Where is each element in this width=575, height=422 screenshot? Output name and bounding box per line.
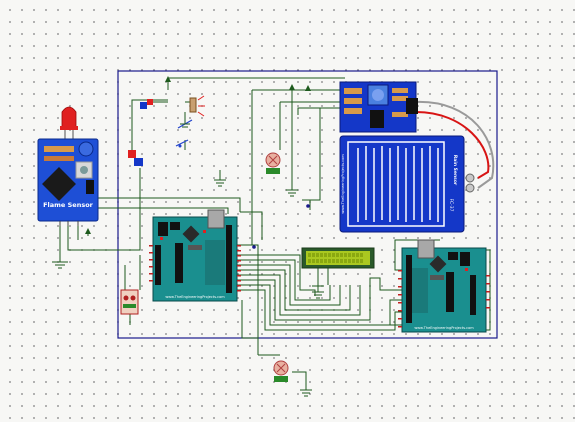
- arduino-right-website: www.TheEngineeringProjects.com: [414, 326, 474, 330]
- arduino-uno-right[interactable]: www.TheEngineeringProjects.com: [401, 239, 487, 333]
- gas-sensor-bottom[interactable]: [273, 360, 289, 382]
- rain-plate-model: FC-37: [448, 198, 454, 211]
- rain-sensor-module[interactable]: [339, 81, 418, 133]
- ground-symbol: [52, 123, 324, 397]
- arduino-left-website: www.TheEngineeringProjects.com: [165, 295, 225, 299]
- rain-probe-cable-grey: [415, 100, 495, 189]
- led-indicator[interactable]: [140, 99, 168, 109]
- rain-probe-cable-red: [415, 111, 490, 179]
- alarm-component[interactable]: [120, 289, 139, 315]
- wire-net: [59, 77, 491, 390]
- gas-sensor-top[interactable]: [265, 152, 281, 174]
- arduino-uno-left[interactable]: www.TheEngineeringProjects.com: [152, 209, 238, 302]
- rain-plate-website: www.TheEngineeringProjects.com: [341, 154, 345, 214]
- flame-sensor-module[interactable]: Flame Sensor: [37, 106, 99, 226]
- junction-dot: [252, 245, 256, 249]
- schematic-frame: [117, 70, 498, 339]
- junction-dot: [306, 204, 310, 208]
- buzzer-component[interactable]: [189, 95, 205, 117]
- flame-led: [61, 106, 77, 129]
- lcd-display[interactable]: [301, 247, 375, 269]
- power-symbol: [85, 76, 311, 234]
- pin-header-left: [149, 245, 241, 292]
- rain-sensor-plate[interactable]: www.TheEngineeringProjects.com Rain Sens…: [339, 135, 475, 233]
- pin-header-right: [398, 270, 490, 328]
- rain-plate-label: Rain Sensor: [452, 155, 458, 186]
- flame-sensor-label: Flame Sensor: [43, 201, 94, 209]
- transistor-component[interactable]: [128, 150, 143, 166]
